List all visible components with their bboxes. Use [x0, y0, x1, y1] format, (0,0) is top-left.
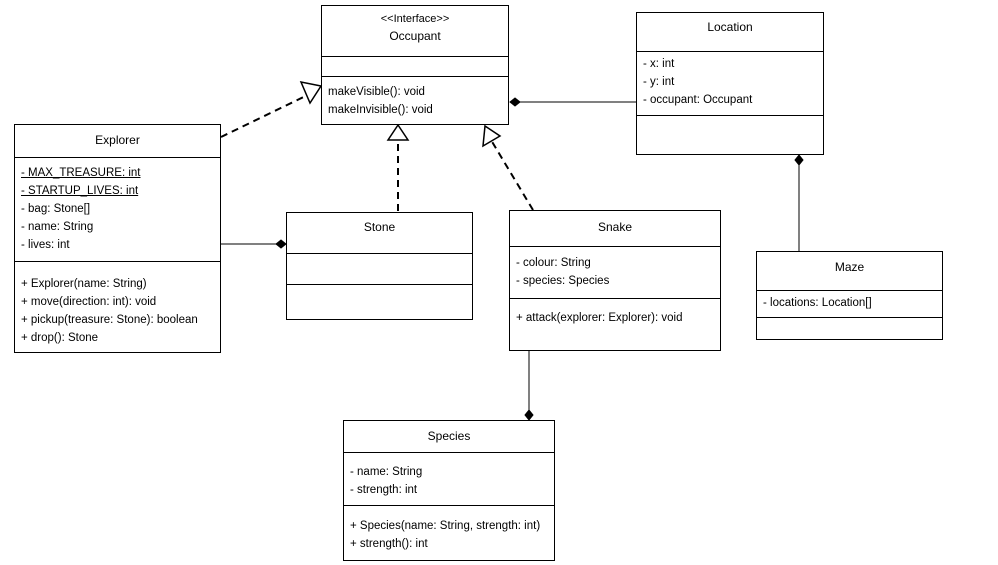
class-name: Maze: [834, 260, 865, 274]
class-occupant[interactable]: <<Interface>> Occupant makeVisible(): vo…: [321, 5, 509, 125]
attributes-section: [322, 56, 508, 76]
method: makeVisible(): void: [328, 86, 425, 98]
class-stone[interactable]: Stone: [286, 212, 473, 320]
class-name: Explorer: [95, 133, 140, 147]
method: + move(direction: int): void: [21, 296, 157, 308]
realization-snake-occupant: [490, 139, 534, 211]
method: + Species(name: String, strength: int): [350, 520, 541, 532]
composition-diamond-occupant: [509, 97, 521, 107]
methods-section: [757, 317, 942, 339]
methods-section: makeVisible(): void makeInvisible(): voi…: [322, 76, 508, 122]
method: + attack(explorer: Explorer): void: [516, 312, 683, 324]
class-name: Occupant: [389, 29, 441, 43]
attributes-section: - name: String - strength: int: [344, 452, 554, 505]
attribute: - x: int: [643, 58, 675, 70]
class-species[interactable]: Species - name: String - strength: int +…: [343, 420, 555, 561]
stereotype-label: <<Interface>>: [380, 13, 450, 25]
class-name: Snake: [597, 220, 633, 234]
attributes-section: - MAX_TREASURE: int - STARTUP_LIVES: int…: [15, 157, 220, 261]
class-name: Species: [427, 429, 471, 443]
class-name: Stone: [363, 220, 396, 234]
method: + pickup(treasure: Stone): boolean: [21, 314, 198, 326]
methods-section: [287, 284, 472, 318]
method: + drop(): Stone: [21, 332, 99, 344]
composition-diamond-stone: [275, 239, 287, 249]
attribute: - name: String: [21, 221, 94, 233]
class-location[interactable]: Location - x: int - y: int - occupant: O…: [636, 12, 824, 155]
methods-section: + Explorer(name: String) + move(directio…: [15, 261, 220, 350]
methods-section: + Species(name: String, strength: int) +…: [344, 505, 554, 556]
attribute-static: - MAX_TREASURE: int: [21, 167, 141, 179]
attribute: - name: String: [350, 466, 423, 478]
composition-diamond-location: [794, 154, 804, 166]
attributes-section: - x: int - y: int - occupant: Occupant: [637, 51, 823, 115]
realization-explorer-occupant: [220, 89, 319, 138]
attribute-static: - STARTUP_LIVES: int: [21, 185, 139, 197]
composition-diamond-species: [524, 409, 534, 421]
attributes-section: - colour: String - species: Species: [510, 246, 720, 298]
method: + Explorer(name: String): [21, 278, 147, 290]
attribute: - locations: Location[]: [763, 297, 872, 309]
attribute: - colour: String: [516, 257, 591, 269]
methods-section: + attack(explorer: Explorer): void: [510, 298, 720, 330]
attribute: - strength: int: [350, 484, 418, 496]
realization-arrowhead-snake: [482, 124, 502, 148]
class-explorer[interactable]: Explorer - MAX_TREASURE: int - STARTUP_L…: [14, 124, 221, 353]
method: + strength(): int: [350, 538, 428, 550]
method: makeInvisible(): void: [328, 104, 433, 116]
attribute: - occupant: Occupant: [643, 94, 753, 106]
class-maze[interactable]: Maze - locations: Location[]: [756, 251, 943, 340]
class-name: Location: [707, 20, 753, 34]
attributes-section: - locations: Location[]: [757, 290, 942, 317]
realization-arrowhead-stone: [386, 123, 410, 141]
methods-section: [637, 115, 823, 152]
class-snake[interactable]: Snake - colour: String - species: Specie…: [509, 210, 721, 351]
attributes-section: [287, 253, 472, 284]
attribute: - lives: int: [21, 239, 70, 251]
attribute: - species: Species: [516, 275, 610, 287]
realization-arrowhead-explorer: [299, 80, 323, 105]
attribute: - y: int: [643, 76, 675, 88]
attribute: - bag: Stone[]: [21, 203, 91, 215]
